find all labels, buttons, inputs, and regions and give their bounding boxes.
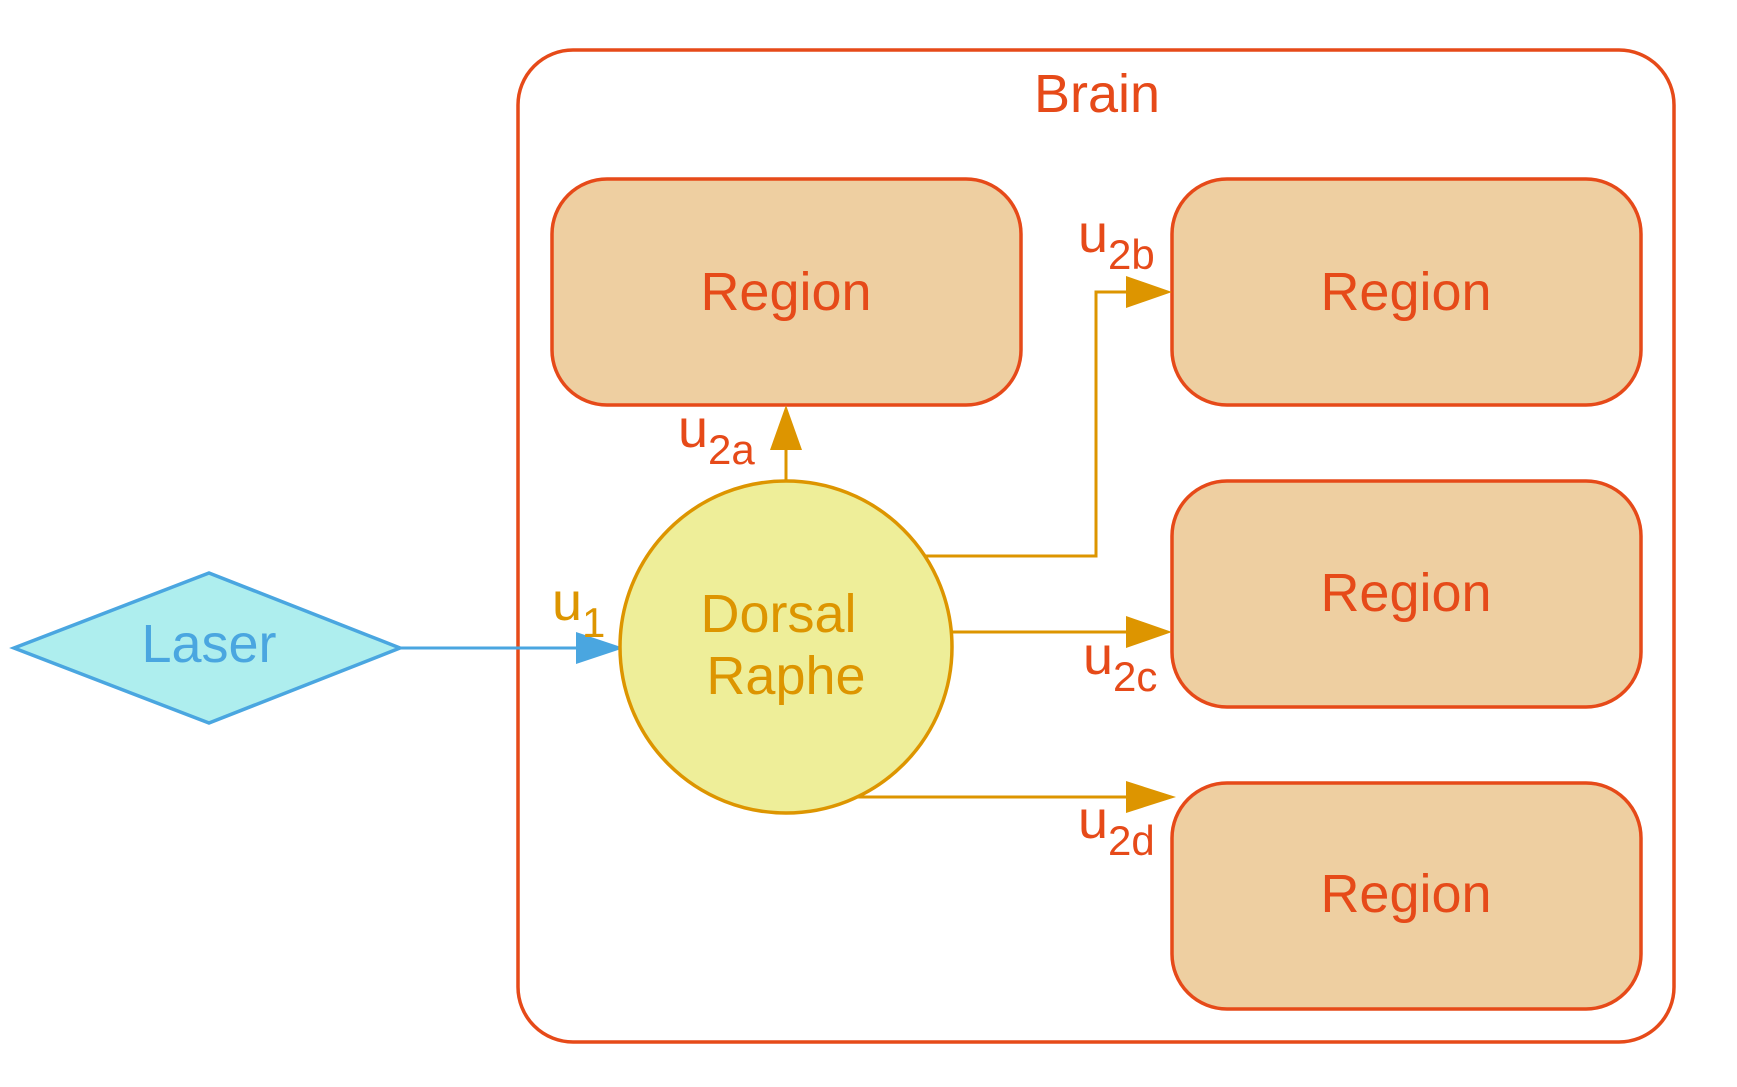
edge-u2b-label-base: u: [1078, 204, 1108, 264]
edge-u1-arrowhead: [576, 632, 624, 664]
edge-u2b-label-sub: 2b: [1108, 231, 1155, 278]
region-node-c[interactable]: Region: [1170, 479, 1643, 709]
edge-laser-to-dr: u1: [400, 572, 624, 664]
edge-u2b-arrowhead: [1126, 276, 1172, 308]
laser-diamond[interactable]: [9, 571, 405, 725]
region-node-b[interactable]: Region: [1170, 177, 1643, 407]
edge-u2c-label: u2c: [1083, 626, 1157, 700]
edge-u1-label-base: u: [552, 572, 582, 632]
region-a-box[interactable]: [550, 177, 1023, 407]
region-c-box[interactable]: [1170, 479, 1643, 709]
region-d-box[interactable]: [1170, 781, 1643, 1011]
region-a-label: Region: [700, 262, 871, 322]
edge-u2c-label-base: u: [1083, 626, 1113, 686]
region-b-label: Region: [1320, 262, 1491, 322]
edge-u2c-arrowhead: [1126, 616, 1172, 648]
laser-label: Laser: [141, 614, 276, 674]
edge-u1-label-sub: 1: [582, 599, 605, 646]
edge-u2d-label-sub: 2d: [1108, 817, 1155, 864]
dorsal-raphe-node[interactable]: Dorsal Raphe: [618, 479, 954, 815]
brain-container-label: Brain: [1034, 64, 1160, 124]
dorsal-raphe-label: Dorsal Raphe: [700, 584, 871, 706]
region-node-a[interactable]: Region: [550, 177, 1023, 407]
edge-u2a-label-sub: 2a: [708, 426, 755, 473]
edge-u2a-label: u2a: [678, 399, 755, 473]
region-d-label: Region: [1320, 864, 1491, 924]
dorsal-raphe-circle[interactable]: [618, 479, 954, 815]
edge-dr-to-region-d: u2d: [858, 781, 1176, 864]
laser-node[interactable]: Laser: [9, 571, 405, 725]
edge-u2d-arrowhead: [1126, 781, 1176, 813]
region-c-label: Region: [1320, 563, 1491, 623]
region-node-d[interactable]: Region: [1170, 781, 1643, 1011]
edge-u2b-line: [925, 290, 1130, 558]
edge-u2d-label: u2d: [1078, 790, 1155, 864]
edge-u2a-label-base: u: [678, 399, 708, 459]
edge-dr-to-region-a: u2a: [678, 399, 802, 481]
edge-dr-to-region-c: u2c: [952, 616, 1172, 700]
edge-dr-to-region-b: u2b: [925, 204, 1172, 558]
edge-u2b-label: u2b: [1078, 204, 1155, 278]
dorsal-raphe-label-line1: Dorsal: [700, 584, 856, 644]
dorsal-raphe-label-line2: Raphe: [706, 646, 865, 706]
edge-u1-label: u1: [552, 572, 605, 646]
edge-u2c-label-sub: 2c: [1113, 653, 1157, 700]
edge-u2a-arrowhead: [770, 405, 802, 450]
edge-u2d-label-base: u: [1078, 790, 1108, 850]
